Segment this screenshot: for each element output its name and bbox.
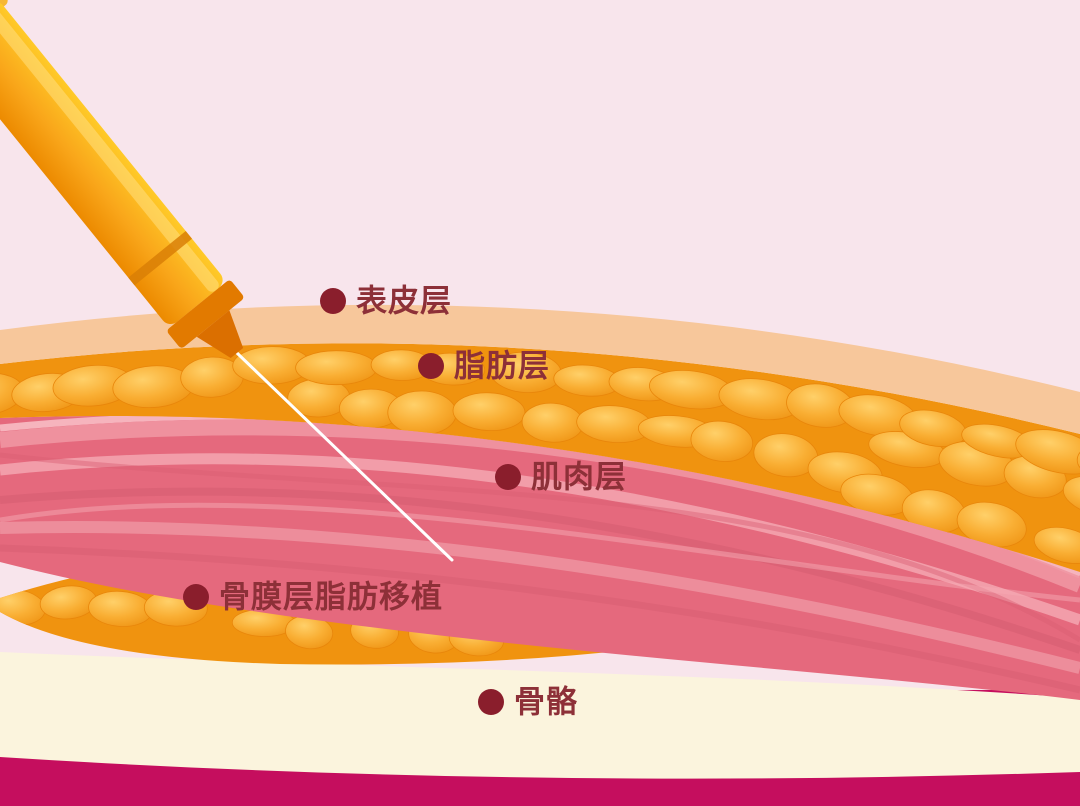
label-dot (495, 464, 521, 490)
muscle-fiber (0, 452, 1080, 643)
label-muscle-layer: 肌肉层 (495, 460, 627, 495)
layer-skin (0, 304, 1080, 434)
label-fat-layer-text: 脂肪层 (454, 349, 550, 384)
label-dot (478, 689, 504, 715)
label-periosteum-graft: 骨膜层脂肪移植 (183, 580, 443, 615)
label-dot (320, 288, 346, 314)
muscle-fiber (0, 453, 1080, 626)
label-epidermis: 表皮层 (320, 284, 452, 319)
syringe-barrel-highlight (0, 4, 219, 292)
muscle-fiber (0, 502, 1080, 603)
label-bone: 骨骼 (478, 685, 578, 720)
fat-bubble (1033, 526, 1080, 564)
syringe-nozzle (196, 310, 244, 359)
fat-bubble (295, 350, 378, 386)
syringe-collar (167, 280, 244, 348)
label-fat-layer: 脂肪层 (418, 349, 550, 384)
label-dot (418, 353, 444, 379)
fat-bubble (690, 420, 754, 462)
syringe-barrel (0, 1, 223, 325)
label-muscle-layer-text: 肌肉层 (531, 460, 627, 495)
fat-layer-bubbles (0, 346, 1080, 564)
muscle-fiber (0, 487, 1080, 654)
needle-line (235, 351, 454, 562)
label-bone-text: 骨骼 (514, 685, 578, 720)
muscle-fiber (0, 521, 1080, 674)
label-dot (183, 584, 209, 610)
fat-bubble (1076, 440, 1080, 480)
label-periosteum-graft-text: 骨膜层脂肪移植 (219, 580, 443, 615)
muscle-fiber (0, 419, 1080, 593)
label-epidermis-text: 表皮层 (356, 284, 452, 319)
layer-bone (0, 652, 1080, 779)
syringe (0, 0, 244, 359)
muscle-fiber (0, 544, 1080, 694)
syringe-plunger-seal (128, 231, 193, 286)
